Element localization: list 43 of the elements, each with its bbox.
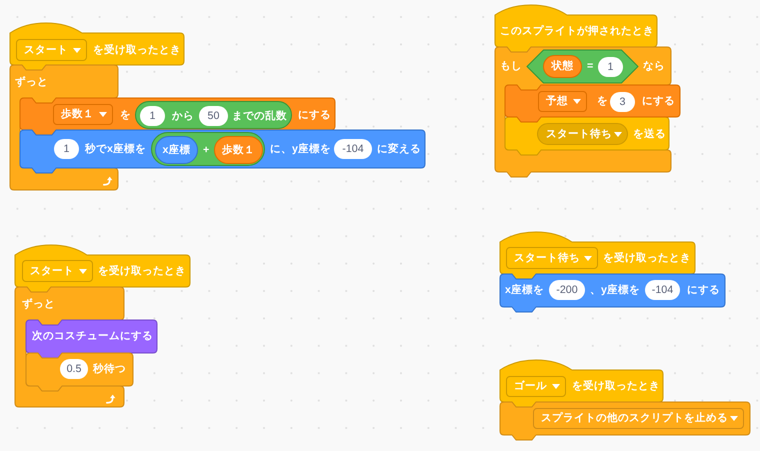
block-text: にする — [687, 283, 720, 297]
block-text: x座標を — [505, 283, 544, 297]
block-text: このスプライトが押されたとき — [500, 24, 654, 38]
position-reporter: x座標 — [155, 136, 198, 164]
dropdown-menu: スタート待ち — [506, 247, 598, 269]
operator-reporter — [151, 132, 265, 166]
number-input: -104 — [334, 139, 372, 159]
block-text: にする — [298, 108, 331, 122]
dropdown-menu: ゴール — [506, 376, 566, 397]
dropdown-menu: スタート — [16, 39, 87, 61]
dropdown-menu: 予想 — [538, 91, 587, 112]
block-text: を受け取ったとき — [98, 264, 186, 278]
block-text: を受け取ったとき — [572, 379, 660, 393]
block-text: ずっと — [15, 75, 48, 89]
block-text: までの乱数 — [232, 109, 287, 123]
block-text: を — [597, 94, 608, 108]
block-text: 秒でx座標を — [85, 142, 146, 156]
block-text: を送る — [633, 127, 666, 141]
variable-reporter: 歩数１ — [214, 136, 263, 164]
block-text: 、y座標を — [590, 283, 640, 297]
dropdown-menu: 歩数１ — [53, 104, 113, 125]
block-text: ずっと — [22, 297, 55, 311]
block-text: から — [172, 109, 194, 123]
operator-reporter — [135, 101, 292, 129]
dropdown-menu: スタート — [22, 260, 93, 282]
block-text: + — [203, 143, 210, 157]
block-text: を受け取ったとき — [93, 43, 181, 57]
number-input: 50 — [199, 106, 228, 126]
block-text: にする — [642, 94, 675, 108]
block-text: に、y座標を — [270, 142, 331, 156]
block-text: = — [587, 59, 594, 73]
block-text: を — [120, 108, 131, 122]
number-input: -104 — [645, 280, 680, 300]
block-text: 秒待つ — [93, 362, 126, 376]
block-text: なら — [643, 59, 665, 73]
block-text: を受け取ったとき — [603, 251, 691, 265]
dropdown-menu: スプライトの他のスクリプトを止める — [533, 408, 744, 429]
number-input: -200 — [549, 280, 585, 300]
dropdown-menu: スタート待ち — [537, 123, 628, 145]
block-text: に変える — [377, 142, 421, 156]
block-text: もし — [500, 59, 522, 73]
number-input: 1 — [140, 106, 165, 126]
block-text: 次のコスチュームにする — [32, 329, 153, 343]
